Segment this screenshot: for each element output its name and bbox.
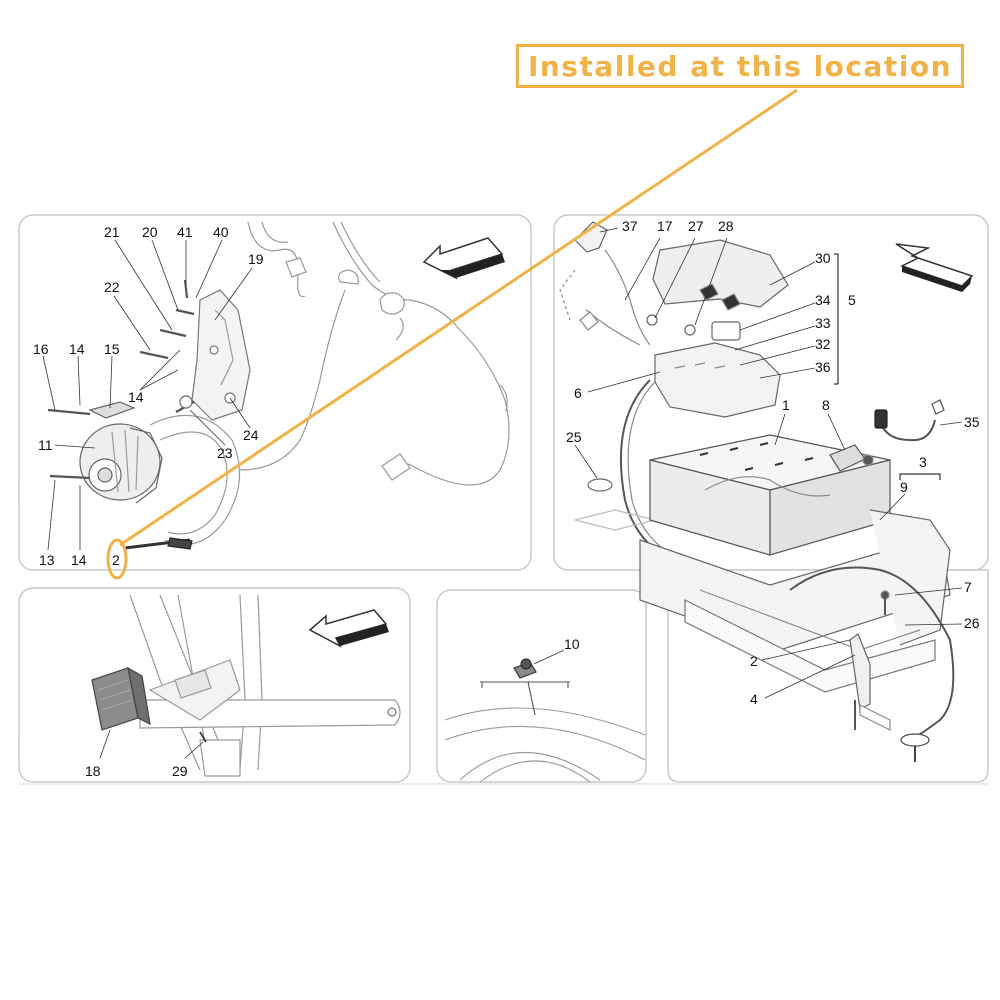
part-label-19: 19 xyxy=(248,251,264,267)
engine-panel-drawing xyxy=(47,221,510,550)
part-label-5: 5 xyxy=(848,292,856,308)
part-label-14: 14 xyxy=(69,341,85,357)
part-label-15: 15 xyxy=(104,341,120,357)
part-label-36: 36 xyxy=(815,359,831,375)
part-label-11: 11 xyxy=(38,437,53,453)
part-label-29: 29 xyxy=(172,763,188,779)
battery-panel-drawing xyxy=(559,221,955,762)
part-label-41: 41 xyxy=(177,224,193,240)
part-label-2-highlight: 2 xyxy=(112,552,120,568)
part-label-40: 40 xyxy=(213,224,229,240)
part-label-21: 21 xyxy=(104,224,120,240)
part-label-9: 9 xyxy=(900,479,908,495)
highlight-ring xyxy=(106,538,128,580)
part-label-27: 27 xyxy=(688,218,704,234)
callout-leader-line xyxy=(119,88,798,547)
callout-box: Installed at this location xyxy=(516,44,964,88)
part-label-34: 34 xyxy=(815,292,831,308)
part-label-14b: 14 xyxy=(128,389,144,405)
part-label-35: 35 xyxy=(964,414,980,430)
part-label-33: 33 xyxy=(815,315,831,331)
part-label-23: 23 xyxy=(217,445,233,461)
part-label-10: 10 xyxy=(564,636,580,652)
part-label-30: 30 xyxy=(815,250,831,266)
part-label-26: 26 xyxy=(964,615,980,631)
part-label-14c: 14 xyxy=(71,552,87,568)
bracket-panel-drawing xyxy=(129,594,401,777)
part-label-32: 32 xyxy=(815,336,831,352)
sensor-part xyxy=(513,658,537,679)
part-label-1: 1 xyxy=(782,397,790,413)
callout-text: Installed at this location xyxy=(527,49,953,83)
part-label-4: 4 xyxy=(750,691,758,707)
part-label-24: 24 xyxy=(243,427,259,443)
control-module xyxy=(91,666,151,731)
part-label-13: 13 xyxy=(39,552,55,568)
part-label-18: 18 xyxy=(85,763,101,779)
sensor-panel-drawing xyxy=(444,681,646,783)
part-label-8: 8 xyxy=(822,397,830,413)
part-label-6: 6 xyxy=(574,385,582,401)
part-label-22: 22 xyxy=(104,279,120,295)
part-label-20: 20 xyxy=(142,224,158,240)
part-label-3: 3 xyxy=(919,454,927,470)
part-label-25: 25 xyxy=(566,429,582,445)
panel-sensor-detail xyxy=(436,589,647,783)
part-label-37: 37 xyxy=(622,218,638,234)
part-label-28: 28 xyxy=(718,218,734,234)
part-label-17: 17 xyxy=(657,218,673,234)
part-label-7: 7 xyxy=(964,579,972,595)
part-label-2: 2 xyxy=(750,653,758,669)
part-label-16: 16 xyxy=(33,341,49,357)
